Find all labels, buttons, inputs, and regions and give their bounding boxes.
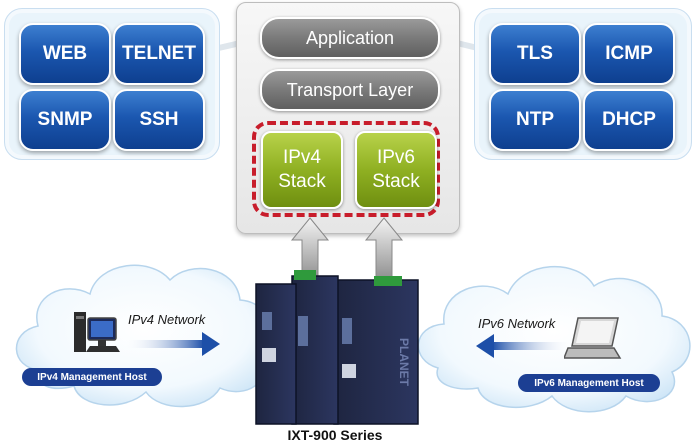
ipv6-stack: IPv6 Stack [355, 131, 437, 209]
protocol-ntp: NTP [489, 89, 581, 151]
application-layer: Application [260, 17, 440, 59]
protocol-snmp: SNMP [19, 89, 111, 151]
left-protocol-panel: WEB TELNET SNMP SSH [4, 8, 220, 160]
ipv4-arrow-icon [124, 332, 220, 356]
planet-logo: PLANET [397, 338, 411, 387]
protocol-stack-panel: Application Transport Layer IPv4 Stack I… [236, 2, 460, 234]
right-protocol-panel: TLS ICMP NTP DHCP [474, 8, 692, 160]
dual-stack-outline [252, 121, 440, 217]
protocol-dhcp: DHCP [583, 89, 675, 151]
ipv6-management-host-label: IPv6 Management Host [518, 374, 660, 392]
ipv4-stack-line2: Stack [278, 171, 326, 192]
switch-unit-3 [333, 276, 419, 425]
transport-layer: Transport Layer [260, 69, 440, 111]
ipv6-stack-line1: IPv6 [376, 147, 416, 168]
desktop-computer-icon [74, 312, 120, 352]
ixt-900-devices: PLANET [255, 270, 419, 425]
ipv6-arrow-icon [476, 334, 572, 358]
protocol-tls: TLS [489, 23, 581, 85]
ipv6-network-label: IPv6 Network [478, 316, 556, 331]
protocol-icmp: ICMP [583, 23, 675, 85]
protocol-ssh: SSH [113, 89, 205, 151]
ipv4-stack-line1: IPv4 [282, 147, 322, 168]
ipv4-stack: IPv4 Stack [261, 131, 343, 209]
ipv4-management-host-label: IPv4 Management Host [22, 368, 162, 386]
ipv6-stack-line2: Stack [372, 171, 420, 192]
ipv4-network-label: IPv4 Network [128, 312, 206, 327]
switch-unit-1 [255, 283, 297, 425]
device-caption: IXT-900 Series [287, 427, 383, 443]
protocol-web: WEB [19, 23, 111, 85]
up-arrows [290, 217, 404, 281]
protocol-telnet: TELNET [113, 23, 205, 85]
laptop-icon [564, 317, 622, 359]
switch-unit-2 [291, 270, 339, 425]
